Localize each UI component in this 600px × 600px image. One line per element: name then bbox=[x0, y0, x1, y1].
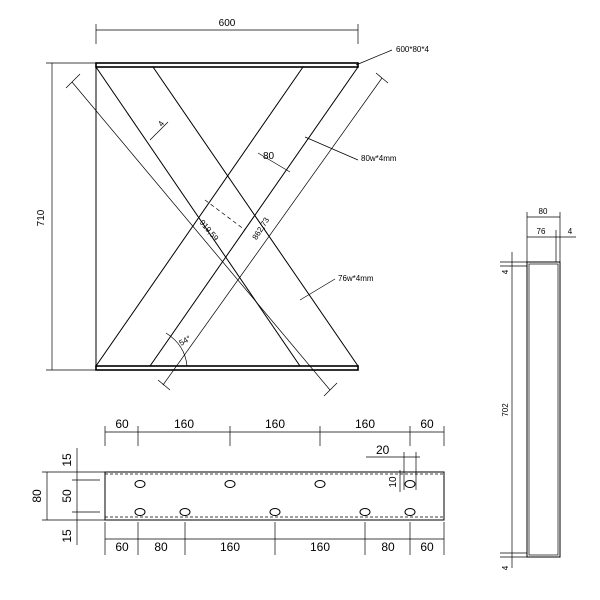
member-width-dim bbox=[257, 152, 291, 173]
diag-long-label: 919,59 bbox=[198, 218, 221, 243]
bottom-dim-1: 80 bbox=[154, 540, 168, 554]
member2-callout: 76w*4mm bbox=[338, 274, 374, 283]
bottom-dim-4: 80 bbox=[381, 540, 395, 554]
top-dim-3: 160 bbox=[355, 417, 375, 431]
plate-outline bbox=[104, 471, 445, 521]
side-inner-outline bbox=[528, 263, 559, 556]
top-dim-chain: 60 160 160 160 60 bbox=[104, 417, 445, 446]
diag-long-ext-a bbox=[65, 73, 81, 89]
member1-callout: 80w*4mm bbox=[361, 154, 397, 163]
slot-hole bbox=[269, 508, 281, 516]
side-top-gap-label: 4 bbox=[501, 269, 510, 274]
member2-callout-leader bbox=[299, 278, 336, 301]
plan-view: 60 160 160 160 60 20 10 80 50 15 15 bbox=[30, 417, 445, 555]
slot-hole bbox=[404, 508, 416, 516]
top-callout-leader bbox=[355, 49, 393, 66]
side-view: 80 76 4 4 702 4 bbox=[500, 207, 576, 570]
side-height-label: 702 bbox=[501, 403, 510, 417]
diagonal-member-a bbox=[95, 66, 359, 367]
member-width-label: 80 bbox=[263, 151, 275, 162]
diag-short-dim bbox=[162, 77, 383, 386]
side-outer-outline bbox=[526, 261, 561, 558]
diag-short-ext-b bbox=[375, 72, 389, 84]
bottom-plate bbox=[95, 365, 359, 371]
height-label: 710 bbox=[36, 209, 47, 226]
top-dim-1: 160 bbox=[174, 417, 194, 431]
slot-hole bbox=[314, 480, 326, 488]
bottom-slot-row bbox=[134, 508, 416, 516]
left-total-label: 80 bbox=[30, 489, 44, 503]
left-dims: 80 50 15 15 bbox=[30, 448, 105, 545]
diagonal-member-b bbox=[95, 66, 359, 367]
top-plate bbox=[95, 62, 359, 68]
side-wall-label: 4 bbox=[568, 227, 573, 236]
diag-long-dim bbox=[71, 81, 331, 391]
bottom-dim-0: 60 bbox=[115, 540, 129, 554]
hole-spacing-label: 20 bbox=[376, 443, 390, 457]
bottom-dim-chain: 60 80 160 160 80 60 bbox=[104, 522, 445, 555]
top-callout: 600*80*4 bbox=[396, 45, 429, 54]
side-inner-width-label: 76 bbox=[537, 227, 546, 236]
top-dim-0: 60 bbox=[115, 417, 129, 431]
front-view: 600 710 600*80*4 4 80 80w*4mm 76w*4mm 91… bbox=[36, 18, 429, 397]
slot-hole bbox=[224, 480, 236, 488]
left-bottom-label: 15 bbox=[60, 529, 74, 543]
thickness-label: 4 bbox=[156, 119, 166, 128]
left-top-label: 15 bbox=[60, 453, 74, 467]
angle-arc bbox=[165, 332, 188, 367]
left-mid-label: 50 bbox=[60, 489, 74, 503]
slot-hole bbox=[179, 508, 191, 516]
thickness-leader bbox=[149, 121, 169, 141]
slot-hole bbox=[404, 480, 416, 488]
top-dim-2: 160 bbox=[265, 417, 285, 431]
diag-long-ext-b bbox=[323, 382, 338, 397]
bottom-dim-3: 160 bbox=[310, 540, 330, 554]
top-slot-row bbox=[134, 480, 416, 488]
top-dim-4: 60 bbox=[420, 417, 434, 431]
angle-label: 54° bbox=[178, 334, 193, 348]
hole-length-label: 10 bbox=[388, 476, 399, 488]
diag-short-ext-a bbox=[157, 379, 171, 391]
slot-hole bbox=[134, 508, 146, 516]
hidden-line bbox=[204, 199, 246, 231]
slot-hole bbox=[359, 508, 371, 516]
side-bottom-gap-label: 4 bbox=[501, 565, 510, 570]
bottom-dim-2: 160 bbox=[220, 540, 240, 554]
bottom-dim-5: 60 bbox=[420, 540, 434, 554]
slot-hole bbox=[134, 480, 146, 488]
width-label: 600 bbox=[219, 18, 236, 29]
hole-detail-dims: 20 10 bbox=[366, 443, 420, 492]
side-outer-width-label: 80 bbox=[539, 207, 548, 216]
